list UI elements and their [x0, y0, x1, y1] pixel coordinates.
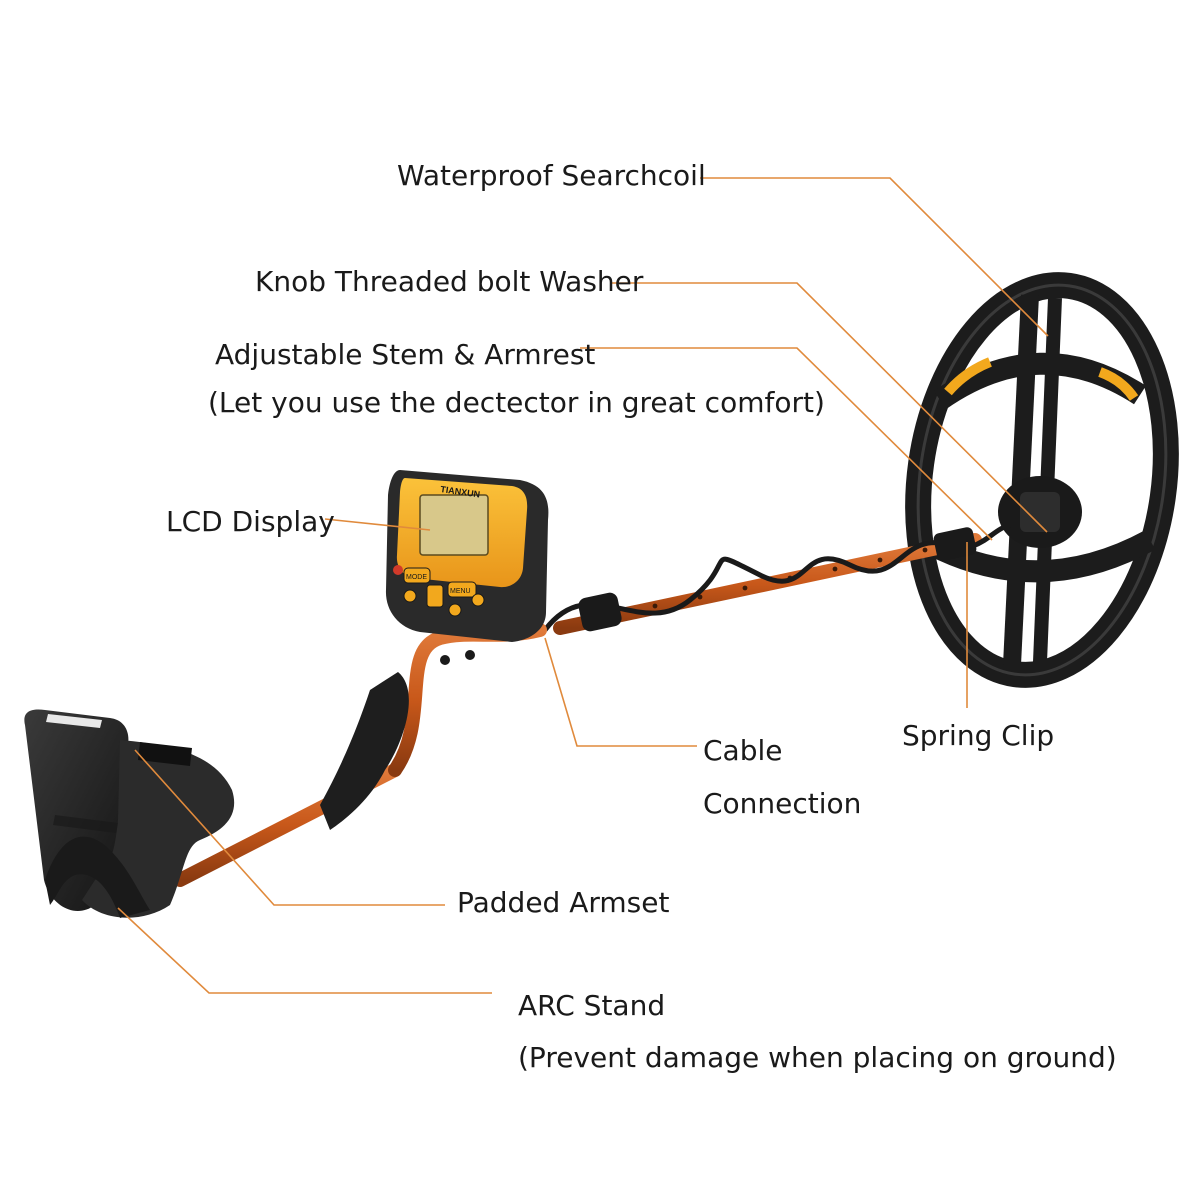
label-cable: Cable — [703, 734, 783, 767]
lcd-screen — [419, 494, 489, 556]
foam-grip — [320, 672, 409, 830]
lower-shaft — [553, 533, 982, 635]
right-arrow-button[interactable] — [471, 593, 485, 607]
label-waterproof-searchcoil: Waterproof Searchcoil — [397, 159, 706, 192]
label-adjustable-stem: Adjustable Stem & Armrest — [215, 338, 596, 371]
label-arc-stand: ARC Stand — [518, 989, 666, 1022]
menu-button-label: MENU — [450, 588, 471, 595]
search-coil — [905, 272, 1179, 688]
armrest-cuff — [24, 709, 235, 918]
mode-button[interactable] — [403, 567, 431, 584]
mode-button-label: MODE — [406, 574, 427, 581]
menu-button[interactable] — [447, 581, 477, 598]
power-button[interactable] — [393, 565, 403, 575]
label-spring-clip: Spring Clip — [902, 719, 1055, 752]
label-lcd-display: LCD Display — [166, 505, 335, 538]
minus-button[interactable] — [448, 603, 462, 617]
twist-lock — [578, 527, 977, 632]
control-box: TIANXUN MODE MENU — [385, 470, 549, 665]
label-adjustable-stem-note: (Let you use the dectector in great comf… — [208, 386, 825, 419]
label-padded-armset: Padded Armset — [457, 886, 670, 919]
label-knob-bolt-washer: Knob Threaded bolt Washer — [255, 265, 644, 298]
leader-lines — [117, 177, 1049, 994]
pinpoint-button[interactable] — [426, 584, 444, 608]
left-arrow-button[interactable] — [403, 589, 417, 603]
label-connection: Connection — [703, 787, 862, 820]
label-arc-stand-note: (Prevent damage when placing on ground) — [518, 1041, 1117, 1074]
